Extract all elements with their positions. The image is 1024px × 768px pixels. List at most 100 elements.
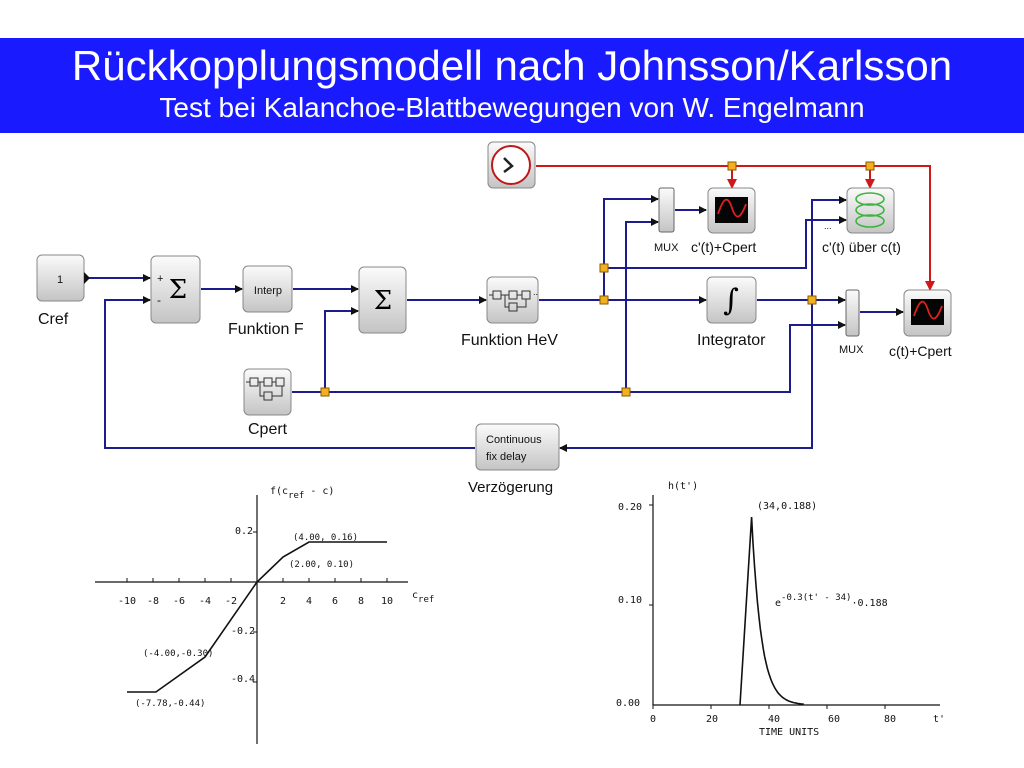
split-point xyxy=(727,161,737,171)
integrator-block[interactable]: ∫ xyxy=(706,276,757,324)
plot-h-ytick: 0.00 xyxy=(616,698,640,709)
hev-dots: .. xyxy=(533,287,538,297)
superblock-icon xyxy=(246,377,285,401)
scope-wave-icon xyxy=(913,300,943,320)
cpert-label: Cpert xyxy=(248,421,288,438)
cref-label: Cref xyxy=(38,311,69,328)
plot-f-ytick: -0.2 xyxy=(231,626,255,637)
interp-label: Funktion F xyxy=(228,321,304,338)
xy-scope-icon xyxy=(855,192,885,228)
plot-f-annotation: (2.00, 0.10) xyxy=(289,560,354,570)
integral-icon: ∫ xyxy=(723,283,739,318)
plot-f-xtick: 8 xyxy=(358,596,364,607)
plot-f-ytick: -0.4 xyxy=(231,674,255,685)
mux2-block[interactable] xyxy=(845,289,860,337)
split-point xyxy=(320,387,330,397)
plot-f-annotation: (-7.78,-0.44) xyxy=(135,699,205,709)
plot-h: h(t') 0.20 0.10 0.00 0 20 40 60 80 t' TI… xyxy=(616,481,945,738)
sigma-icon: Σ xyxy=(169,275,187,305)
wire-cpert-sum2 xyxy=(324,307,359,392)
plot-h-xtick: 20 xyxy=(706,714,718,725)
wire-feedback-to-delay xyxy=(559,300,813,452)
scope1-label: c'(t)+Cpert xyxy=(691,239,756,255)
plot-h-xtick: 80 xyxy=(884,714,896,725)
cref-value: 1 xyxy=(57,274,63,286)
delay-label: Verzögerung xyxy=(468,479,553,496)
interp-block[interactable]: Interp xyxy=(242,265,293,313)
scope3-block[interactable] xyxy=(903,289,952,337)
superblock-icon xyxy=(489,290,531,312)
plot-f-annotation: (-4.00,-0.30) xyxy=(143,649,213,659)
split-points xyxy=(320,161,875,397)
plot-h-ticks xyxy=(649,504,886,709)
plot-f-xtick: 4 xyxy=(306,596,312,607)
delay-line2: fix delay xyxy=(486,451,527,463)
plot-f-xtick: 6 xyxy=(332,596,338,607)
sigma-icon: Σ xyxy=(374,286,392,316)
integrator-label: Integrator xyxy=(697,332,766,349)
plot-f-curve xyxy=(127,541,387,693)
split-point xyxy=(599,263,609,273)
wire-cpert-mux2 xyxy=(626,321,846,393)
wire-c-scope2-up xyxy=(811,196,847,300)
cref-block[interactable]: 1 xyxy=(36,254,90,302)
plot-h-peak-annotation: (34,0.188) xyxy=(757,501,817,512)
plot-f: -10 -8 -6 -4 -2 2 4 6 8 10 f(cref - c) cref 0.2 -… xyxy=(95,486,434,744)
scope1-block[interactable] xyxy=(707,187,756,234)
plot-f-ylabel: f(cref - c) xyxy=(270,486,334,501)
plot-h-ytick: 0.20 xyxy=(618,502,642,513)
wire-clock-main xyxy=(536,165,935,291)
scope2-label: c'(t) über c(t) xyxy=(822,239,901,255)
slide-title: Rückkopplungsmodell nach Johnsson/Karlss… xyxy=(71,42,953,89)
plot-f-xtick: -2 xyxy=(225,596,237,607)
plot-f-xtick: -10 xyxy=(118,596,136,607)
slide-subtitle: Test bei Kalanchoe-Blattbewegungen von W… xyxy=(159,92,865,123)
hev-block[interactable]: .. xyxy=(486,276,539,324)
interp-text: Interp xyxy=(254,285,282,297)
plot-h-xlabel: TIME UNITS xyxy=(759,727,819,738)
mux2-label: MUX xyxy=(839,344,864,356)
mux1-block[interactable] xyxy=(658,187,675,233)
split-point xyxy=(599,295,609,305)
plot-h-formula: e-0.3(t' - 34)·0.188 xyxy=(775,593,888,609)
delay-block[interactable]: Continuous fix delay xyxy=(475,423,560,471)
title-banner: Rückkopplungsmodell nach Johnsson/Karlss… xyxy=(0,38,1024,133)
sum1-minus-sign: - xyxy=(157,293,161,307)
plot-h-ytick: 0.10 xyxy=(618,595,642,606)
scope-wave-icon xyxy=(717,198,747,218)
wire-split-mux1-top xyxy=(603,195,659,300)
plot-f-annotation: (4.00, 0.16) xyxy=(293,533,358,543)
plot-f-ytick: 0.2 xyxy=(235,526,253,537)
plot-h-xtick: 40 xyxy=(768,714,780,725)
svg-text:...: ... xyxy=(824,221,832,231)
plot-f-ticks: -10 -8 -6 -4 -2 2 4 6 8 10 xyxy=(118,531,393,683)
plot-f-xtick: 2 xyxy=(280,596,286,607)
hev-label: Funktion HeV xyxy=(461,332,558,349)
cpert-block[interactable] xyxy=(243,368,292,416)
plot-f-xtick: -6 xyxy=(173,596,185,607)
plot-h-xtick: 60 xyxy=(828,714,840,725)
plot-f-xtick: -8 xyxy=(147,596,159,607)
plot-f-xtick: -4 xyxy=(199,596,211,607)
plot-f-xlabel: cref xyxy=(412,590,434,605)
scope2-block[interactable]: ... xyxy=(824,187,895,234)
plot-h-ylabel: h(t') xyxy=(668,481,698,492)
wire-delay-to-sum1 xyxy=(104,296,475,449)
mux1-label: MUX xyxy=(654,242,679,254)
clock-block[interactable] xyxy=(487,141,536,189)
signal-wires xyxy=(88,195,904,452)
plot-f-xtick: 10 xyxy=(381,596,393,607)
scope3-label: c(t)+Cpert xyxy=(889,343,952,359)
plot-h-xtick: 0 xyxy=(650,714,656,725)
plot-h-xlabel-prime: t' xyxy=(933,714,945,725)
sum1-plus-sign: + xyxy=(157,273,163,285)
sum2-block[interactable]: Σ xyxy=(358,266,407,334)
wire-split-scope2-low xyxy=(604,216,847,269)
sum1-block[interactable]: + - Σ xyxy=(150,255,201,324)
plot-h-curve xyxy=(739,516,804,706)
wire-cpert-mux1 xyxy=(625,218,659,392)
split-point xyxy=(807,295,817,305)
split-point xyxy=(621,387,631,397)
split-point xyxy=(865,161,875,171)
